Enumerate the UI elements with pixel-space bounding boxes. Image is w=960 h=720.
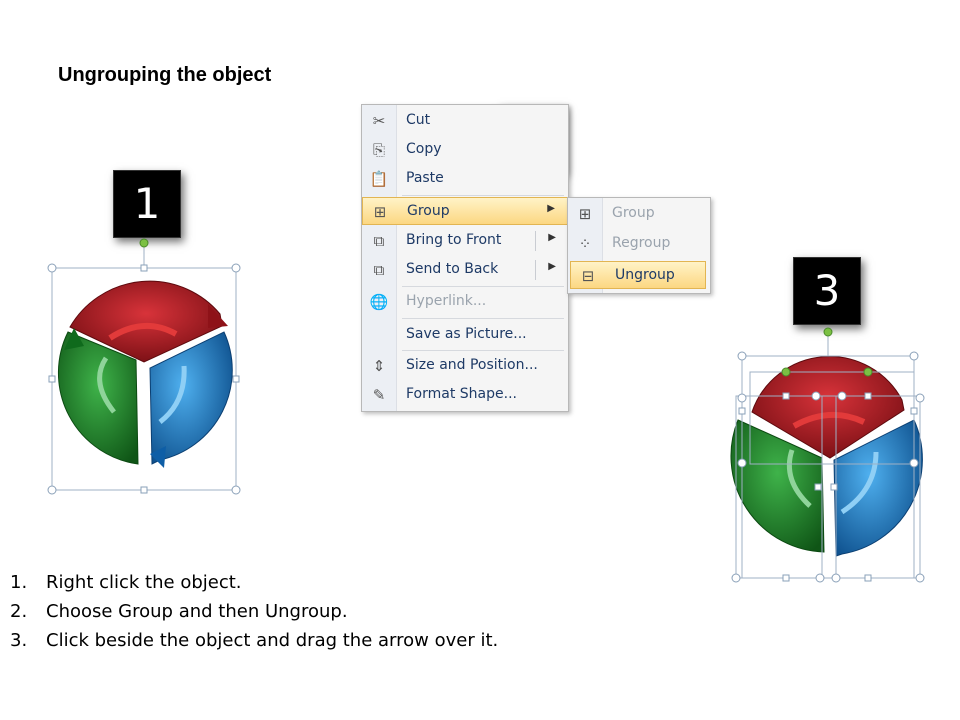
send-to-back-icon: ⧉ — [373, 261, 385, 279]
inner-blue-arrow — [158, 365, 187, 424]
inner-red-arrow — [108, 322, 178, 341]
paste-icon: 📋 — [369, 170, 389, 188]
rotation-handle[interactable] — [823, 327, 833, 337]
menu-item-label: Bring to Front — [406, 232, 502, 248]
menu-item-label: Size and Position... — [406, 357, 538, 373]
blue-segment — [833, 419, 923, 557]
ungrouped-cycle-diagram[interactable] — [726, 320, 932, 585]
menu-item-group[interactable]: ⊞ Group ▶ — [362, 197, 568, 225]
group-submenu[interactable]: ⊞ Group ⁘ Regroup ⊟ Ungroup — [567, 197, 711, 294]
group-icon: ⊞ — [578, 205, 592, 223]
bring-to-front-icon: ⧉ — [373, 232, 385, 250]
menu-item-label: Regroup — [612, 235, 671, 251]
split-divider — [535, 260, 536, 280]
menu-item-copy[interactable]: ⎘ Copy — [362, 136, 568, 164]
menu-separator — [402, 286, 564, 287]
green-segment — [730, 419, 825, 553]
step-badge-1: 1 — [113, 170, 181, 238]
submenu-item-group: ⊞ Group — [568, 200, 708, 228]
menu-item-paste[interactable]: 📋 Paste — [362, 165, 568, 193]
menu-item-label: Copy — [406, 141, 442, 157]
menu-item-send-to-back[interactable]: ⧉ Send to Back ▶ — [362, 256, 568, 284]
red-segment — [69, 280, 223, 363]
hyperlink-icon: 🌐 — [369, 293, 389, 311]
menu-separator — [402, 350, 564, 351]
menu-item-hyperlink: 🌐 Hyperlink... — [362, 288, 568, 316]
copy-icon: ⎘ — [372, 141, 385, 159]
instruction-text: Click beside the object and drag the arr… — [46, 630, 499, 651]
submenu-arrow-icon[interactable]: ▶ — [548, 261, 556, 272]
grouped-cycle-diagram[interactable] — [40, 232, 250, 497]
menu-separator — [402, 318, 564, 319]
menu-item-label: Send to Back — [406, 261, 499, 277]
menu-item-label: Cut — [406, 112, 431, 128]
inner-green-arrow — [786, 449, 812, 508]
instruction-list: 1. Right click the object. 2. Choose Gro… — [10, 568, 498, 655]
context-menu[interactable]: ✂ Cut ⎘ Copy 📋 Paste ⊞ Group ▶ ⧉ Bring t… — [361, 104, 569, 412]
submenu-item-ungroup[interactable]: ⊟ Ungroup — [570, 261, 706, 289]
format-shape-icon: ✎ — [372, 386, 386, 404]
menu-item-label: Hyperlink... — [406, 293, 487, 309]
size-position-icon: ⇕ — [372, 357, 386, 375]
menu-item-label: Group — [407, 203, 450, 219]
inner-blue-arrow — [840, 451, 879, 515]
inner-green-arrow — [97, 356, 116, 414]
scissors-icon: ✂ — [372, 112, 386, 130]
rotation-handle[interactable] — [139, 238, 149, 248]
split-divider — [535, 231, 536, 251]
submenu-arrow-icon[interactable]: ▶ — [548, 232, 556, 243]
menu-separator — [402, 195, 564, 196]
menu-item-format-shape[interactable]: ✎ Format Shape... — [362, 381, 568, 409]
instruction-item: 2. Choose Group and then Ungroup. — [10, 597, 498, 626]
menu-item-bring-to-front[interactable]: ⧉ Bring to Front ▶ — [362, 227, 568, 255]
regroup-icon: ⁘ — [578, 235, 592, 253]
menu-item-label: Group — [612, 205, 655, 221]
slide-title: Ungrouping the object — [58, 64, 272, 86]
selection-box[interactable] — [47, 238, 241, 495]
menu-item-label: Format Shape... — [406, 386, 517, 402]
step-badge-3: 3 — [793, 257, 861, 325]
menu-item-label: Save as Picture... — [406, 326, 527, 342]
instruction-text: Choose Group and then Ungroup. — [46, 601, 348, 622]
menu-item-label: Ungroup — [615, 267, 675, 283]
red-segment — [751, 356, 905, 459]
group-icon: ⊞ — [373, 203, 387, 221]
instruction-item: 3. Click beside the object and drag the … — [10, 626, 498, 655]
inner-red-arrow — [792, 411, 866, 429]
submenu-arrow-icon: ▶ — [547, 203, 555, 214]
submenu-item-regroup: ⁘ Regroup — [568, 230, 708, 258]
instruction-text: Right click the object. — [46, 572, 242, 593]
ungroup-icon: ⊟ — [581, 267, 595, 285]
green-segment — [57, 331, 139, 465]
instruction-item: 1. Right click the object. — [10, 568, 498, 597]
menu-item-cut[interactable]: ✂ Cut — [362, 107, 568, 135]
selection-boxes[interactable] — [731, 327, 925, 583]
menu-item-size-and-position[interactable]: ⇕ Size and Position... — [362, 352, 568, 380]
menu-icon-gutter — [362, 105, 397, 411]
menu-item-label: Paste — [406, 170, 444, 186]
menu-item-save-as-picture[interactable]: Save as Picture... — [362, 321, 568, 349]
